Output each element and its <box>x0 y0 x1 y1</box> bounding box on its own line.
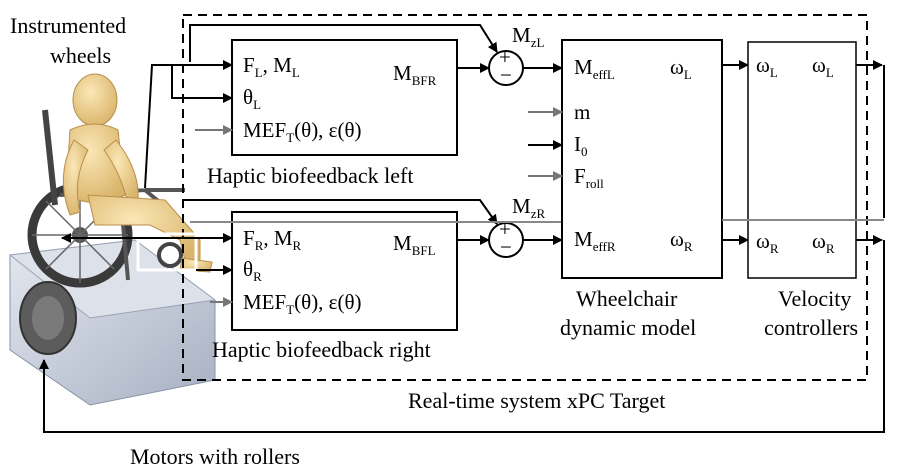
wheelchair-omega-r: ωR <box>670 227 693 254</box>
instrumented-wheel-highlight <box>136 232 198 272</box>
mass-label: m <box>574 100 590 124</box>
right-output-mbfl: MBFL <box>393 231 436 258</box>
haptic-left-label: Haptic biofeedback left <box>207 163 413 188</box>
mzr-label: MzR <box>512 194 545 221</box>
velocity-controllers-block <box>747 41 857 279</box>
figure-head <box>72 73 118 127</box>
wheelchair-omega-l: ωL <box>670 55 692 82</box>
left-input-theta: θL <box>243 85 261 112</box>
sum-left-plus: + <box>499 45 511 69</box>
small-caster-icon <box>157 242 183 268</box>
left-theta-arrow <box>171 65 233 103</box>
instrumented-label: Instrumented <box>10 13 126 38</box>
velocity-out-omega-l: ωL <box>812 53 834 80</box>
meffr-label: MeffR <box>574 227 616 254</box>
left-input-force: FL, ML <box>243 53 300 80</box>
mzr-feed-arrow <box>183 199 498 225</box>
inertia-label: I0 <box>574 132 588 159</box>
wheelchair-label-2: dynamic model <box>560 315 696 340</box>
wheels-label: wheels <box>50 43 111 68</box>
left-output-mbfr: MBFR <box>393 61 437 88</box>
velocity-in-omega-l: ωL <box>756 53 778 80</box>
mzl-label: MzL <box>512 23 544 50</box>
mzl-feed-arrow <box>189 24 498 62</box>
haptic-left-block <box>231 39 458 156</box>
sum-right-minus: − <box>500 235 512 259</box>
wheel-to-left-force-arrow <box>144 60 233 189</box>
sum-left-minus: − <box>500 63 512 87</box>
velocity-out-omega-r: ωR <box>812 229 835 256</box>
chair-back <box>42 109 58 206</box>
right-input-mef: MEFT(θ), ε(θ) <box>243 290 362 317</box>
froll-label: Froll <box>574 164 604 191</box>
roller-inner-icon <box>32 296 64 340</box>
velocity-label-2: controllers <box>764 315 858 340</box>
wheelchair-model-block <box>561 39 723 279</box>
velocity-label-1: Velocity <box>778 286 851 311</box>
wheelchair-user-illustration <box>8 73 217 406</box>
haptic-right-block <box>231 211 458 331</box>
motor-feedback-loop <box>39 240 885 433</box>
right-input-theta: θR <box>243 257 262 284</box>
sum-right-plus: + <box>499 217 511 241</box>
right-input-force: FR, MR <box>243 226 302 253</box>
meffl-label: MeffL <box>574 55 615 82</box>
velocity-in-omega-r: ωR <box>756 229 779 256</box>
haptic-right-label: Haptic biofeedback right <box>212 337 431 362</box>
realtime-system-label: Real-time system xPC Target <box>408 388 665 413</box>
figure-arm-left <box>62 139 89 216</box>
motors-label: Motors with rollers <box>130 444 300 469</box>
wheelchair-label-1: Wheelchair <box>576 286 678 311</box>
left-input-mef: MEFT(θ), ε(θ) <box>243 118 362 145</box>
